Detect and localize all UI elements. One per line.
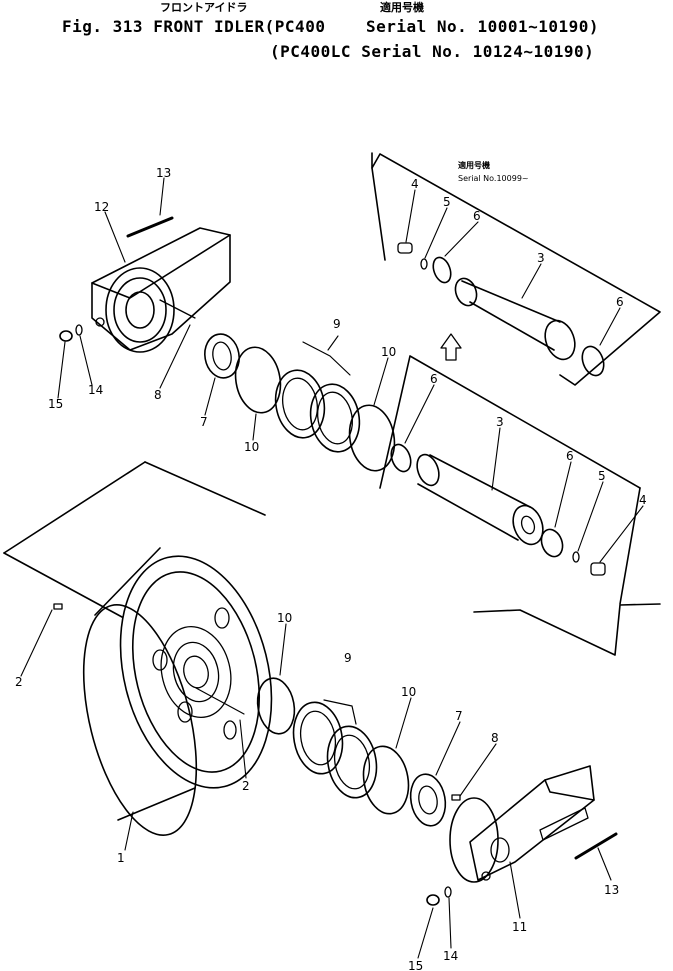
callout-13: 13 — [604, 883, 619, 897]
callout-11: 11 — [512, 920, 527, 934]
callout-6: 6 — [430, 372, 438, 386]
callout-9: 9 — [333, 317, 341, 331]
callout-5: 5 — [598, 469, 606, 483]
callout-14: 14 — [443, 949, 458, 963]
callout-15: 15 — [408, 959, 423, 971]
upper-seal — [274, 369, 326, 439]
lower-bracket — [449, 765, 618, 883]
frame-line — [3, 552, 123, 618]
callout-7: 7 — [200, 415, 208, 429]
upper-seal — [309, 383, 361, 453]
upper-nut-washer — [59, 324, 83, 342]
japanese-title: フロントアイドラ — [160, 1, 248, 14]
callout-10: 10 — [244, 440, 259, 454]
upper-collar — [204, 333, 240, 379]
callout-10: 10 — [381, 345, 396, 359]
lower-o-ring — [256, 677, 296, 735]
callout-6: 6 — [566, 449, 574, 463]
callout-13: 13 — [156, 166, 171, 180]
upper-o-ring — [234, 346, 282, 414]
callout-3: 3 — [537, 251, 545, 265]
lower-seal — [292, 701, 344, 775]
lower-seal — [326, 725, 378, 799]
inset-panel — [371, 152, 661, 386]
callout-8: 8 — [154, 388, 162, 402]
callout-7: 7 — [455, 709, 463, 723]
wheel-pin — [53, 603, 245, 715]
callout-10: 10 — [401, 685, 416, 699]
leader-lines — [20, 177, 644, 959]
figure-title-line-2: (PC400LC Serial No. 10124~10190) — [270, 42, 595, 61]
figure-title-line-1: Fig. 313 FRONT IDLER(PC400 Serial No. 10… — [62, 17, 600, 36]
callout-1: 1 — [117, 851, 125, 865]
callout-12: 12 — [94, 200, 109, 214]
callout-6: 6 — [473, 209, 481, 223]
callout-3: 3 — [496, 415, 504, 429]
lower-nut-washer — [426, 886, 452, 906]
shaft-box — [379, 355, 661, 656]
callout-8: 8 — [491, 731, 499, 745]
lower-pin-8 — [451, 794, 461, 801]
inset-jp-label: 適用号機 — [458, 160, 490, 170]
callout-15: 15 — [48, 397, 63, 411]
callout-2: 2 — [242, 779, 250, 793]
frame-line — [144, 461, 266, 516]
callout-9: 9 — [344, 651, 352, 665]
idler-wheel — [82, 547, 273, 836]
upper-o-ring — [348, 404, 396, 472]
callout-5: 5 — [443, 195, 451, 209]
frame-line — [3, 461, 146, 554]
inset-shaft — [397, 242, 605, 377]
lower-collar — [409, 773, 447, 827]
callout-4: 4 — [411, 177, 419, 191]
japanese-applicable-label: 適用号機 — [380, 1, 424, 14]
shaft-group — [390, 443, 606, 576]
callout-6: 6 — [616, 295, 624, 309]
callout-2: 2 — [15, 675, 23, 689]
upper-bracket — [91, 216, 231, 353]
callout-14: 14 — [88, 383, 103, 397]
lower-o-ring — [362, 745, 410, 815]
inset-serial-note: Serial No.10099~ — [458, 174, 529, 183]
callout-4: 4 — [639, 493, 647, 507]
callout-10: 10 — [277, 611, 292, 625]
